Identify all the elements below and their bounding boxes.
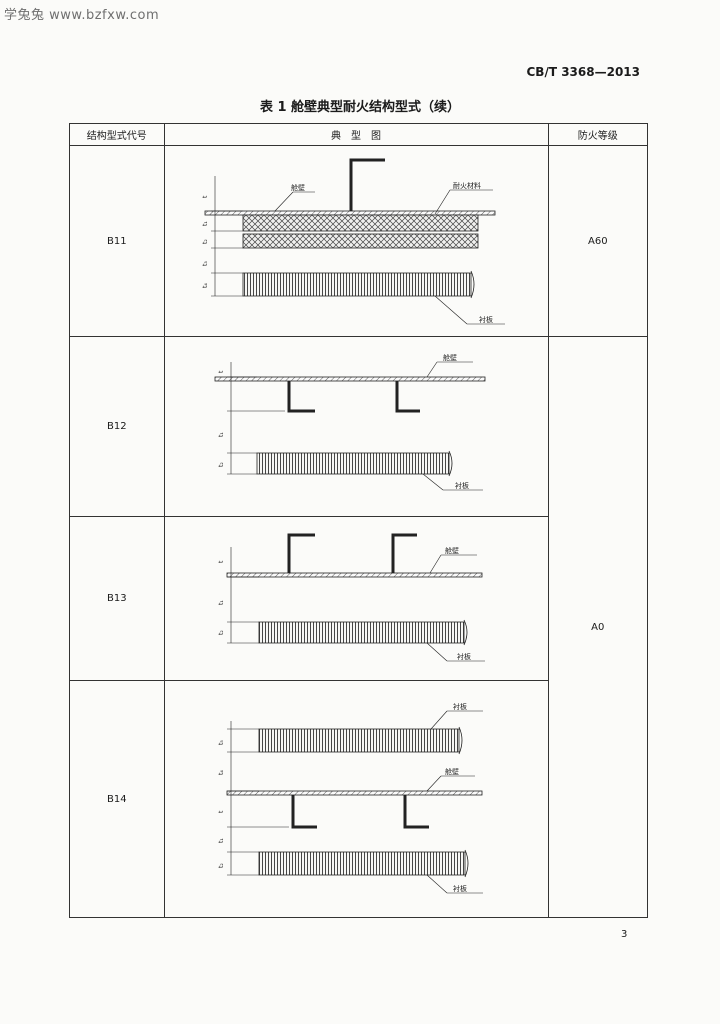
grade-b12-b14: A0 <box>547 336 649 918</box>
diagram-b11: t t₁ t₂ t₃ t₄ 舱壁 耐火材料 衬板 <box>163 145 549 337</box>
dim-t2: t₂ <box>218 630 225 635</box>
dim-t2: t₂ <box>202 239 209 244</box>
grade-b11: A60 <box>547 145 649 337</box>
label-lining-top: 衬板 <box>453 702 467 711</box>
diagram-b13: t t₁ t₂ 舱壁 衬板 <box>163 516 549 681</box>
label-bulkhead: 舱壁 <box>443 353 457 362</box>
dim-t2: t₂ <box>218 462 225 467</box>
fire-structure-table: 结构型式代号 典 型 图 防火等级 B11 <box>69 123 649 918</box>
label-lining: 衬板 <box>457 652 471 661</box>
diagram-b11-svg: t t₁ t₂ t₃ t₄ 舱壁 耐火材料 衬板 <box>202 158 505 325</box>
dim-t: t <box>202 195 209 198</box>
diagram-b14: t₅ t₄ t t₁ t₂ 衬板 舱壁 衬板 <box>163 680 549 918</box>
diagram-b14-svg: t₅ t₄ t t₁ t₂ 衬板 舱壁 衬板 <box>218 702 483 894</box>
row-code: B11 <box>69 145 165 337</box>
standard-code: CB/T 3368—2013 <box>526 65 641 79</box>
header-code: 结构型式代号 <box>69 123 165 146</box>
dim-t1: t₁ <box>218 600 225 605</box>
dim-t: t <box>218 560 225 563</box>
label-bulkhead: 舱壁 <box>445 767 459 776</box>
table-row-b14: B14 t₅ t₄ t t₁ t₂ <box>69 680 648 918</box>
diagram-b12-svg: t t₁ t₂ 舱壁 衬板 <box>214 353 485 491</box>
table-row-b13: B13 t t₁ t₂ 舱壁 衬板 <box>69 516 648 681</box>
diagram-b13-svg: t t₁ t₂ 舱壁 衬板 <box>218 533 485 662</box>
label-lining: 衬板 <box>479 315 493 324</box>
page-number: 3 <box>621 929 628 940</box>
table-title: 表 1 舱壁典型耐火结构型式（续） <box>259 100 461 115</box>
dim-t: t <box>218 370 225 373</box>
label-bulkhead: 舱壁 <box>291 183 305 192</box>
dim-t: t <box>218 810 225 813</box>
dim-t2: t₂ <box>218 863 225 868</box>
dim-t1: t₁ <box>218 838 225 843</box>
table-row-b12: B12 t t₁ t₂ 舱壁 衬板 <box>69 336 649 918</box>
label-lining: 衬板 <box>455 481 469 490</box>
row-code: B14 <box>69 680 165 918</box>
label-lining-bottom: 衬板 <box>453 884 467 893</box>
dim-t5: t₅ <box>218 740 225 745</box>
dim-t1: t₁ <box>202 221 209 226</box>
row-code: B13 <box>69 516 165 681</box>
label-bulkhead: 舱壁 <box>445 546 459 555</box>
dim-t1: t₁ <box>218 432 225 437</box>
dim-t4: t₄ <box>218 770 225 775</box>
diagram-b12: t t₁ t₂ 舱壁 衬板 <box>163 336 549 517</box>
dim-t3: t₃ <box>202 261 209 266</box>
label-insulation: 耐火材料 <box>453 181 481 190</box>
table-header-row: 结构型式代号 典 型 图 防火等级 <box>69 123 649 146</box>
row-code: B12 <box>69 336 165 517</box>
table-row-b11: B11 t t₁ <box>69 145 649 337</box>
dim-t4: t₄ <box>202 283 209 288</box>
header-diagram: 典 型 图 <box>163 123 549 146</box>
header-grade: 防火等级 <box>547 123 649 146</box>
site-watermark: 学兔兔 www.bzfxw.com <box>4 8 160 23</box>
